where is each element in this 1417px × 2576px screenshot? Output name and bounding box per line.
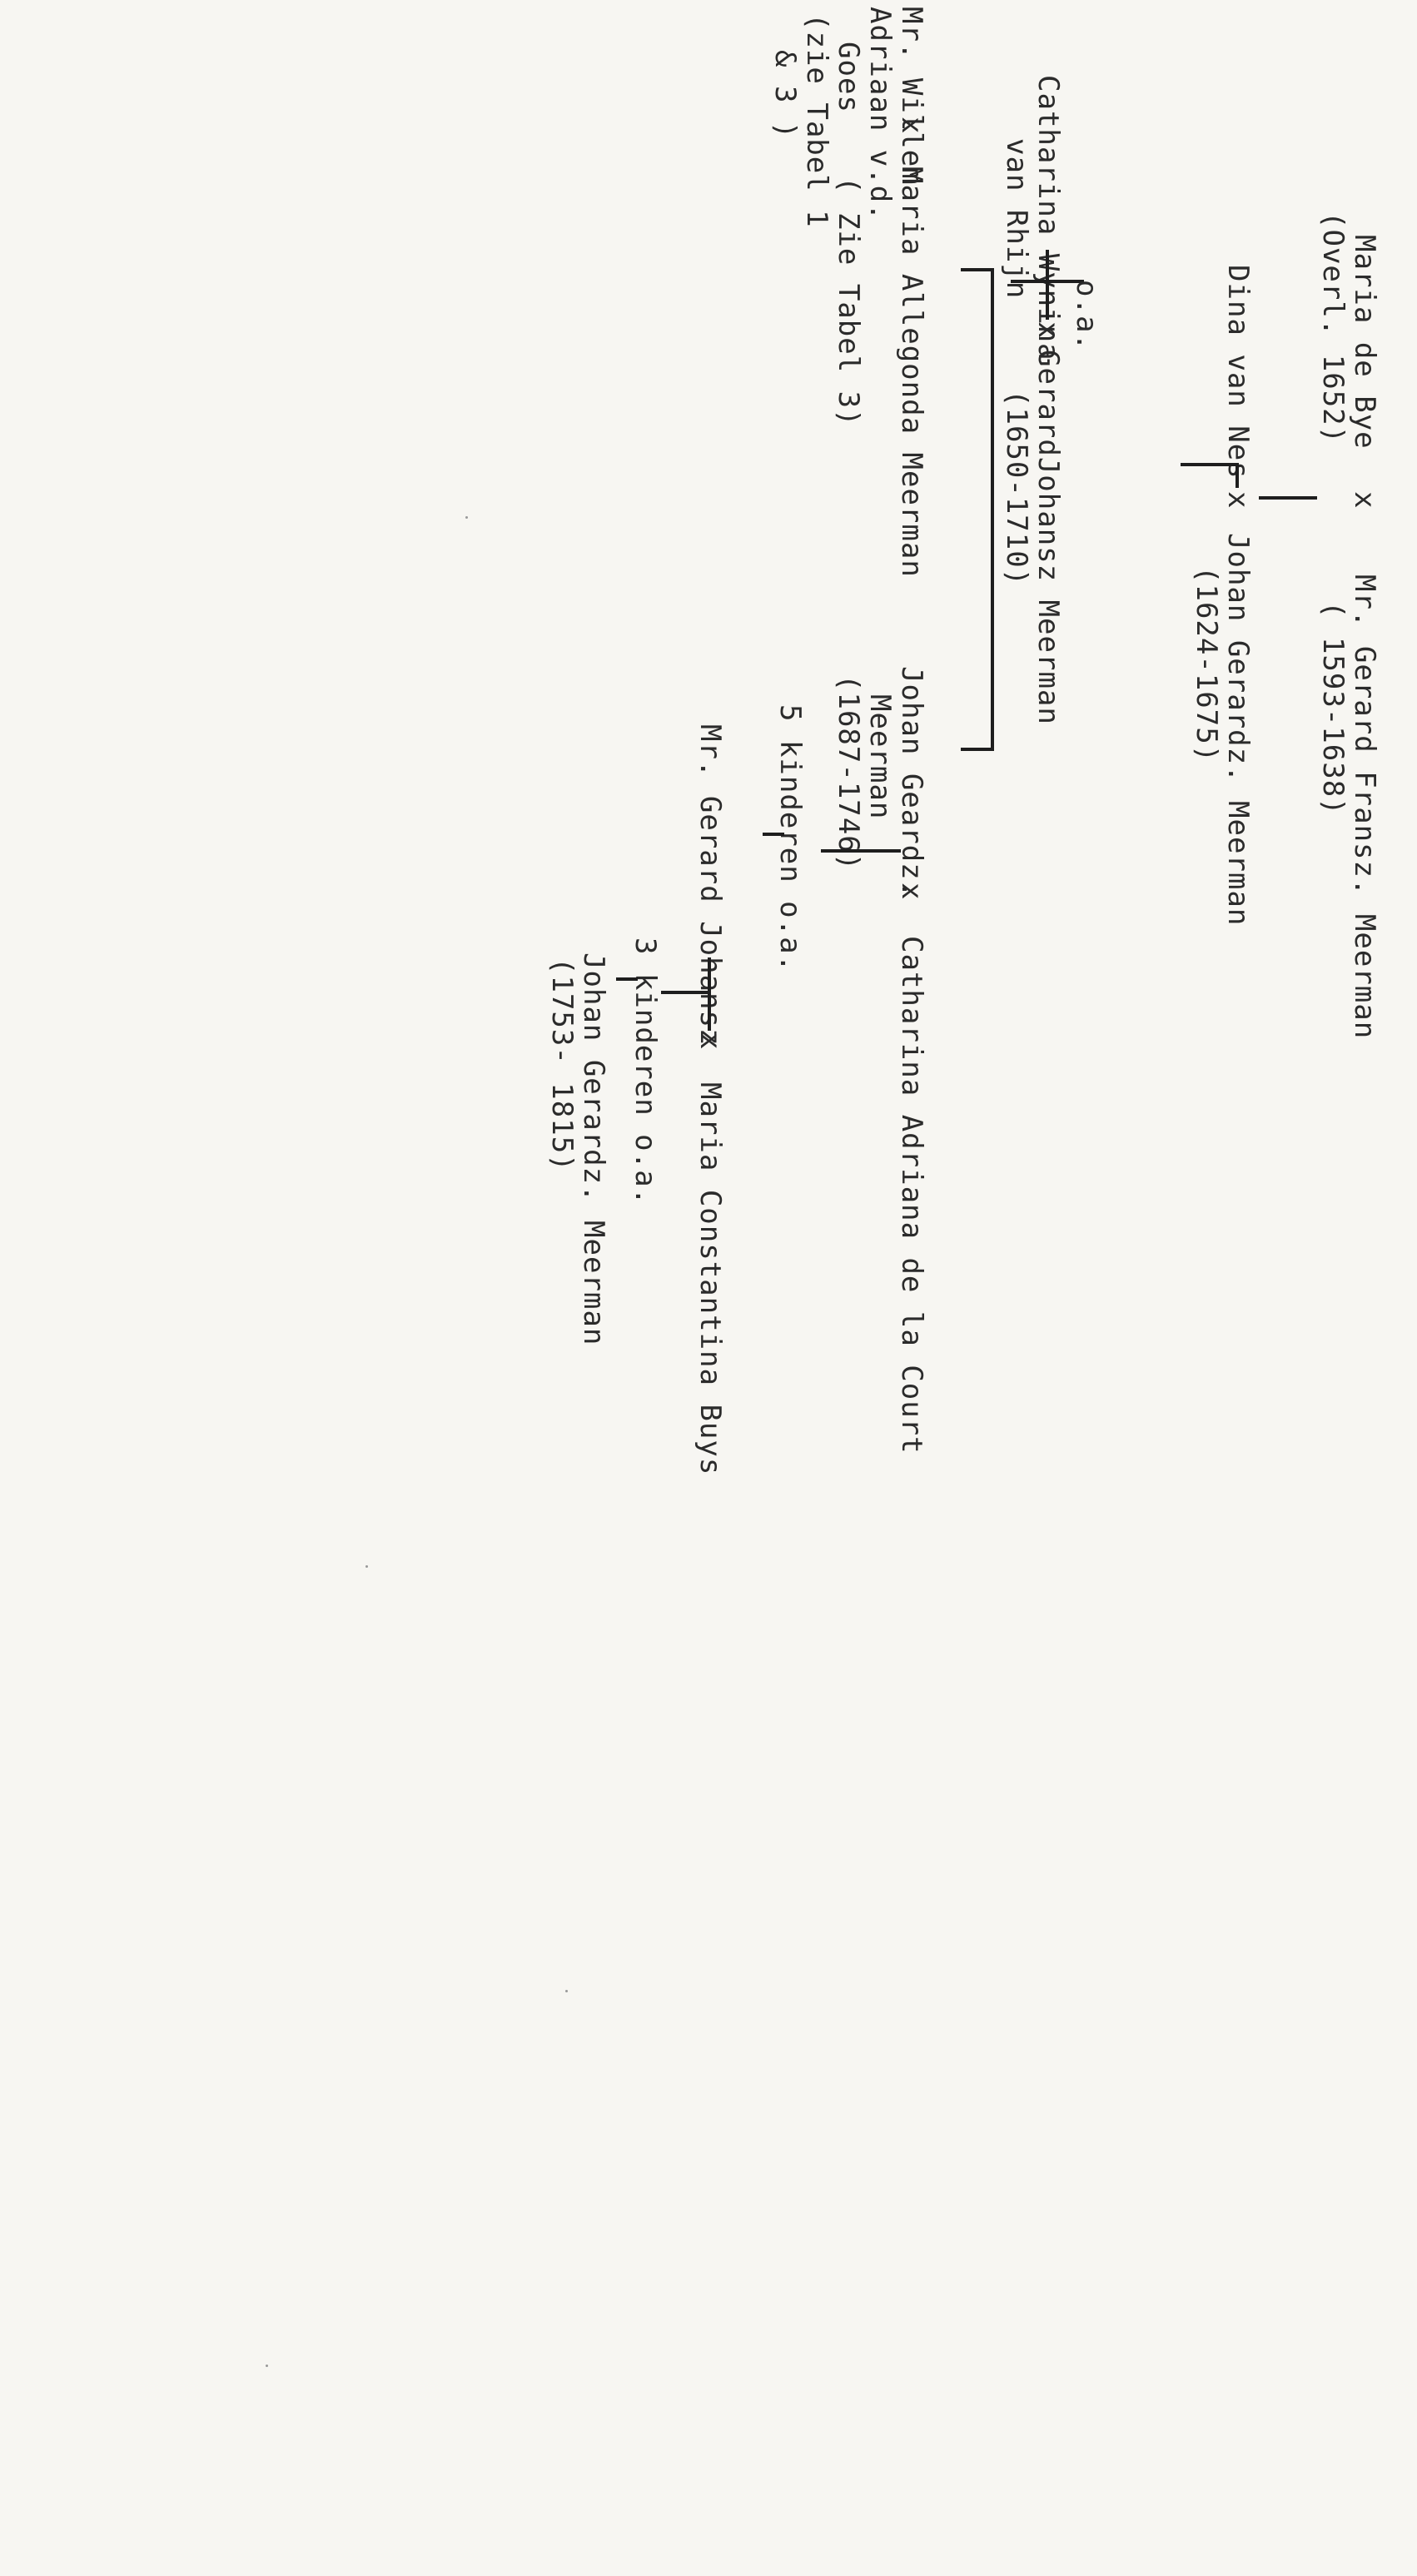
descent-line: [661, 991, 711, 994]
descent-line: [763, 833, 784, 836]
sibling-bracket-line: [991, 268, 994, 751]
paper-speck: [266, 2365, 268, 2367]
descent-line: [1181, 463, 1239, 466]
person-johan-gerardz-2-dates: (1753- 1815): [545, 957, 579, 1172]
person-dina-van-nes-name: Dina van Nes: [1221, 265, 1255, 480]
descent-line: [616, 977, 638, 981]
person-maria-constantina-name: Maria Constantina Buys: [694, 1082, 727, 1476]
person-catharina-adriana-name: Catharina Adriana de la Court: [895, 936, 928, 1455]
label-oa: o.a.: [1070, 280, 1103, 351]
person-willem-line2: Adriaan v.d.: [863, 7, 897, 221]
person-johan-gerardz-1-dates: (1624-1675): [1190, 566, 1223, 763]
person-willem-line4: (zie Tabel 1: [800, 13, 833, 228]
person-willem-line1: Mr. Willem: [895, 7, 928, 186]
person-willem-line3: Goes: [832, 42, 865, 113]
person-gerard-fransz-dates: ( 1593-1638): [1316, 601, 1350, 816]
person-johan-geardz-dates: (1687-1746): [832, 674, 865, 872]
sibling-bracket-right: [961, 748, 994, 751]
person-catharina-wynina-line2: van Rhijn: [1000, 138, 1033, 300]
person-gerard-johansz-1-name: GerardJohansz Meerman: [1032, 350, 1065, 725]
marriage-symbol: x: [895, 883, 928, 901]
person-gerard-johansz-1-dates: (1650-1710): [1000, 390, 1033, 587]
descent-line: [1259, 496, 1317, 500]
marriage-line: [1236, 466, 1239, 488]
person-johan-geardz-line2: Meerman: [863, 694, 897, 820]
marriage-line: [708, 957, 711, 1031]
person-johan-gerardz-2-name: Johan Gerardz. Meerman: [577, 952, 610, 1346]
marriage-symbol: x: [694, 1032, 727, 1051]
person-willem-line5: & 3 ): [768, 50, 802, 140]
paper-speck: [565, 1990, 568, 1992]
person-johan-gerardz-1-name: Johan Gerardz. Meerman: [1221, 533, 1255, 927]
paper-speck: [465, 516, 468, 519]
person-maria-de-bye-dates: (Overl. 1652): [1316, 211, 1350, 445]
sibling-bracket-left: [961, 268, 994, 271]
person-maria-de-bye-name: Maria de Bye: [1348, 235, 1381, 450]
person-johan-geardz-line1: Johan Geardz.: [895, 666, 928, 899]
marriage-line: [1046, 250, 1049, 320]
marriage-symbol: x: [1221, 491, 1255, 510]
person-maria-allegonda-name: Maria Allegonda Meerman: [895, 167, 928, 578]
label-five-children: 5 kinderen o.a.: [773, 704, 807, 973]
person-maria-allegonda-note: ( Zie Tabel 3): [832, 177, 865, 427]
paper-speck: [365, 1565, 368, 1568]
marriage-symbol: x: [1348, 491, 1381, 510]
descent-line: [821, 849, 901, 853]
person-gerard-fransz-name: Mr. Gerard Fransz. Meerman: [1348, 574, 1381, 1040]
